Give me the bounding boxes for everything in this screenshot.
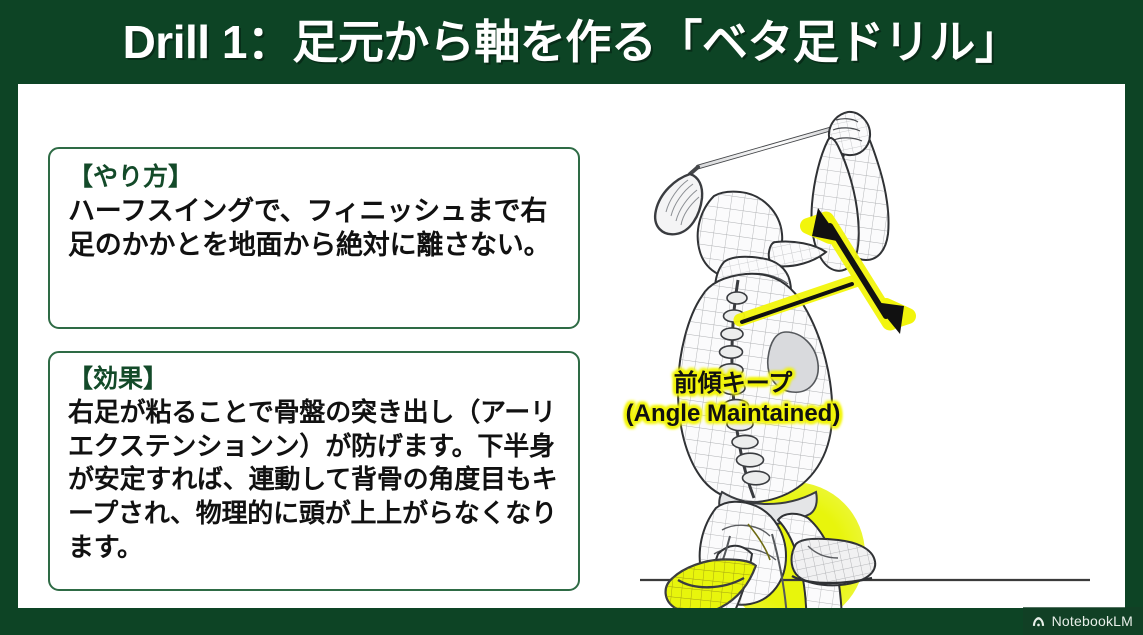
angle-maintained-arrow (733, 208, 916, 334)
back-foot-heel-down (664, 523, 771, 608)
page-title: Drill 1：足元から軸を作る「ベタ足ドリル」 (122, 16, 1021, 68)
info-box-method: 【やり方】 ハーフスイングで、フィニッシュまで右足のかかとを地面から絶対に離さな… (48, 147, 580, 329)
watermark-label: NotebookLM (1051, 613, 1133, 629)
notebooklm-logo-icon (1032, 616, 1044, 626)
info-box-method-label: 【やり方】 (68, 163, 194, 191)
info-box-effect: 【効果】 右足が粘ることで骨盤の突き出し（アーリエクステンションン）が防げます。… (48, 351, 580, 591)
info-box-effect-body: 右足が粘ることで骨盤の突き出し（アーリエクステンションン）が防げます。下半身が安… (68, 396, 558, 562)
info-box-effect-label: 【効果】 (68, 365, 169, 393)
front-foot (790, 537, 877, 587)
golfer-figure (676, 110, 890, 608)
content-card: 【やり方】 ハーフスイングで、フィニッシュまで右足のかかとを地面から絶対に離さな… (18, 84, 1125, 608)
golfer-illustration (590, 84, 1125, 608)
slide-header: Drill 1：足元から軸を作る「ベタ足ドリル」 (0, 0, 1143, 84)
notebooklm-watermark: NotebookLM (1022, 607, 1143, 635)
info-box-method-body: ハーフスイングで、フィニッシュまで右足のかかとを地面から絶対に離さない。 (68, 195, 551, 261)
